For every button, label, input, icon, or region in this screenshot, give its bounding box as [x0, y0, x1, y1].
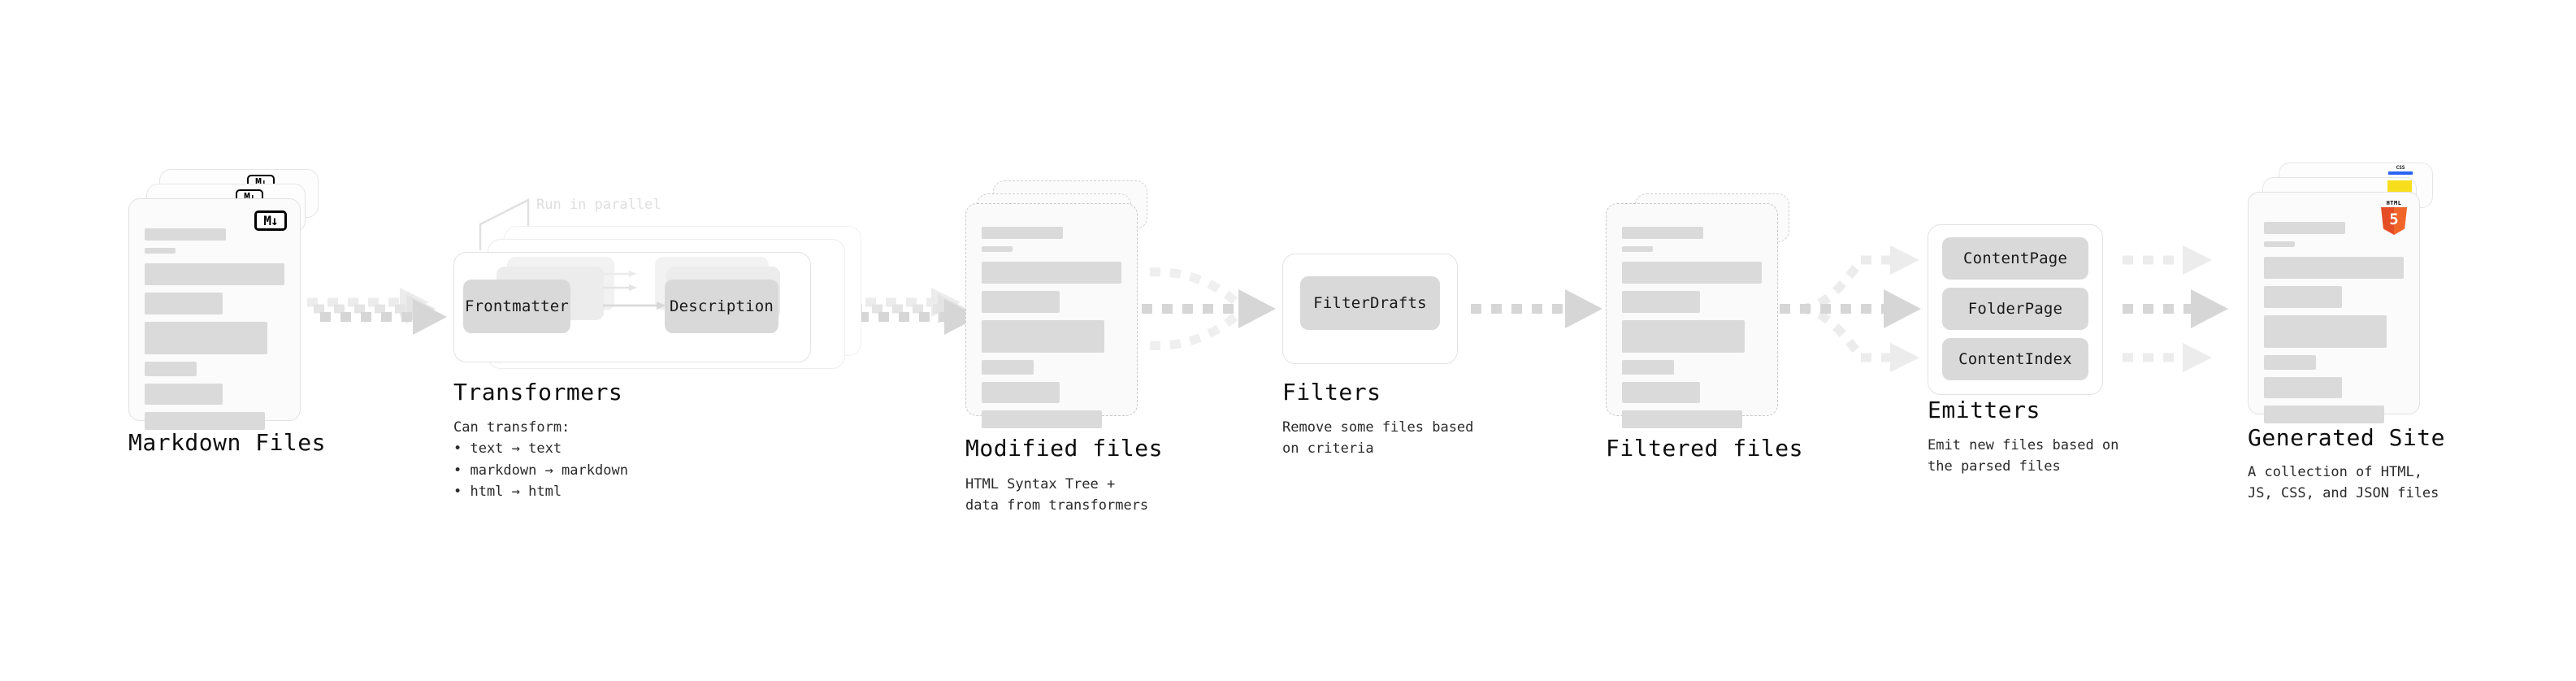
doc-line: [2264, 257, 2404, 279]
connector-markdown-to-transformers: [307, 288, 447, 335]
doc-line: [1622, 227, 1703, 239]
html5-logo-label: HTML: [2386, 200, 2402, 206]
transformer-inner-arrows: [603, 271, 666, 310]
doc-line: [1622, 360, 1674, 375]
emitter-chip-contentpage[interactable]: ContentPage: [1942, 237, 2088, 280]
doc-line: [145, 263, 284, 285]
doc-line: [145, 412, 265, 430]
doc-line: [1622, 410, 1742, 428]
stage-subtitle-emitters: Emit new files based on the parsed files: [1928, 437, 2119, 475]
doc-line: [982, 410, 1102, 428]
doc-line: [982, 382, 1060, 403]
stage-title-filtered-files: Filtered files: [1606, 435, 1804, 462]
run-in-parallel-bracket: [479, 198, 530, 250]
doc-line: [1622, 382, 1701, 403]
doc-line: [982, 360, 1034, 375]
filtered-file-front: [1606, 203, 1778, 428]
transformer-chip-description[interactable]: Description: [665, 280, 778, 333]
doc-line: [2264, 222, 2345, 234]
doc-line: [982, 291, 1060, 313]
connector-filtered-to-emitters: [1780, 245, 1921, 372]
doc-line: [145, 293, 223, 314]
run-in-parallel-label: Run in parallel: [536, 197, 661, 213]
emitter-chip-contentindex[interactable]: ContentIndex: [1942, 338, 2088, 380]
filter-chip-filterdrafts[interactable]: FilterDrafts: [1300, 276, 1440, 330]
stage-subtitle-modified-files: HTML Syntax Tree + data from transformer…: [965, 476, 1149, 514]
stage-title-modified-files: Modified files: [965, 435, 1164, 462]
html5-logo-icon: HTML 5: [2379, 201, 2409, 236]
stage-title-emitters: Emitters: [1928, 397, 2040, 423]
doc-line: [1622, 262, 1762, 284]
doc-line: [982, 246, 1013, 252]
css3-logo-icon: CSS: [2387, 166, 2413, 177]
doc-content-lines: [1622, 227, 1762, 436]
doc-line: [982, 262, 1121, 284]
stage-title-transformers: Transformers: [453, 379, 623, 406]
doc-line: [145, 362, 197, 376]
connector-emitters-to-generated: [2123, 245, 2228, 372]
doc-content-lines: [2264, 222, 2404, 431]
modified-file-front: [965, 203, 1138, 428]
doc-line: [1622, 320, 1746, 353]
doc-line: [982, 320, 1105, 353]
generated-file-front: HTML 5: [2248, 192, 2420, 423]
doc-line: [145, 228, 226, 241]
doc-line: [2264, 241, 2295, 247]
stage-title-generated-site: Generated Site: [2248, 424, 2446, 451]
html5-version: 5: [2389, 210, 2399, 228]
connector-transformers-to-modified: [845, 288, 978, 335]
doc-line: [145, 248, 176, 254]
doc-line: [145, 384, 223, 405]
doc-line: [982, 227, 1063, 239]
doc-line: [2264, 355, 2316, 370]
doc-line: [2264, 377, 2343, 398]
stage-title-markdown-files: Markdown Files: [128, 429, 327, 456]
emitter-chip-folderpage[interactable]: FolderPage: [1942, 288, 2088, 330]
stage-title-filters: Filters: [1282, 379, 1381, 406]
doc-line: [2264, 286, 2343, 308]
connector-modified-to-filters: [1142, 267, 1276, 350]
doc-line: [145, 322, 268, 354]
doc-line: [1622, 291, 1701, 313]
stage-subtitle-generated-site: A collection of HTML, JS, CSS, and JSON …: [2248, 464, 2439, 502]
doc-content-lines: [145, 228, 284, 437]
doc-line: [2264, 315, 2387, 348]
transformer-chip-frontmatter[interactable]: Frontmatter: [463, 280, 570, 333]
markdown-file-front: M↓: [128, 198, 301, 430]
stage-subtitle-filters: Remove some files based on criteria: [1282, 419, 1474, 458]
css3-logo-bar: [2388, 171, 2413, 175]
doc-line: [2264, 406, 2384, 423]
css3-logo-label: CSS: [2396, 165, 2405, 171]
doc-content-lines: [982, 227, 1121, 436]
connector-filters-to-filtered: [1471, 289, 1602, 328]
markdown-logo-icon: M↓: [254, 210, 287, 231]
doc-line: [1622, 246, 1653, 252]
stage-subtitle-transformers: Can transform: • text → text • markdown …: [453, 419, 628, 501]
